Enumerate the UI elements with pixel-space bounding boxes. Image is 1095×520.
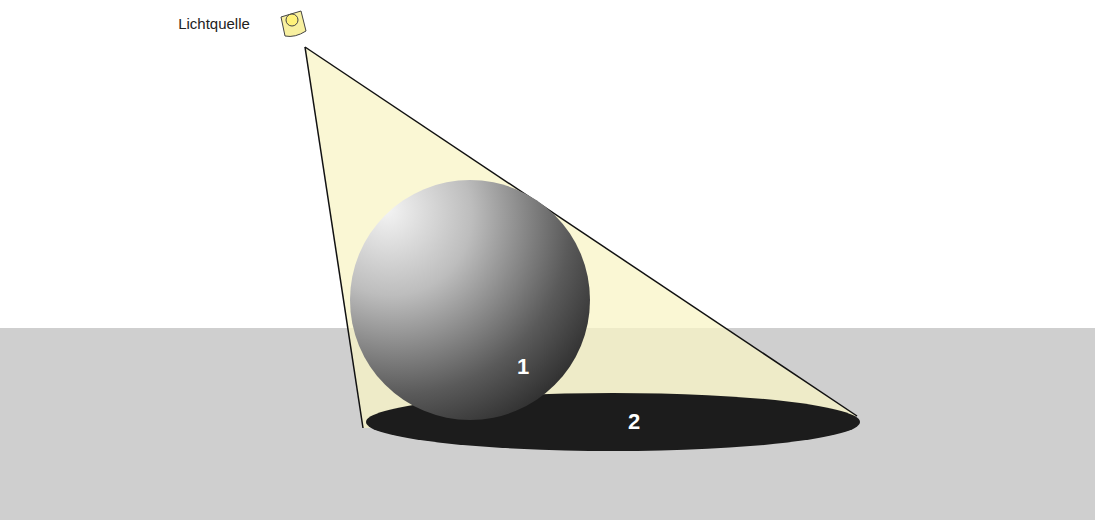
callout-number: 2 [628, 411, 640, 433]
light-source-label: Lichtquelle [178, 16, 250, 31]
sphere [350, 180, 590, 420]
lamp-icon [281, 11, 306, 36]
callout-number: 1 [517, 356, 529, 378]
light-cone [305, 47, 857, 428]
light-ray [305, 47, 363, 428]
